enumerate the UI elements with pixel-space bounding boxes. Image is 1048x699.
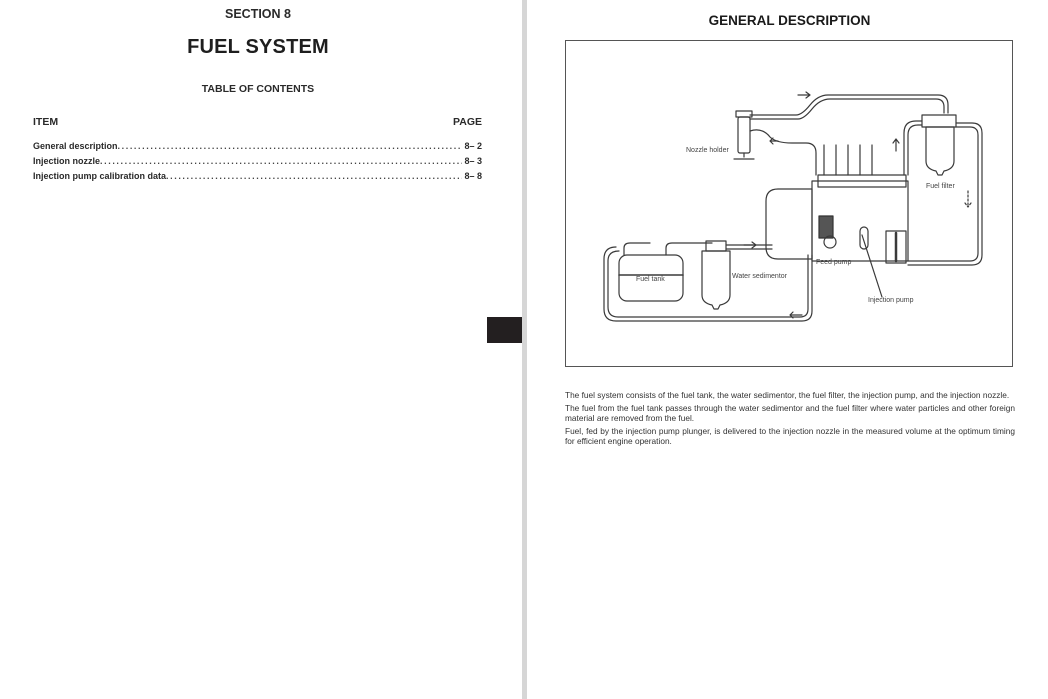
delivery-valve-block xyxy=(817,174,907,188)
flow-arrow xyxy=(789,311,803,319)
tank-inlet-line xyxy=(665,242,713,256)
toc-header: ITEM PAGE xyxy=(33,116,482,128)
water-sedimentor-shape xyxy=(701,250,731,310)
feed-to-filter-line xyxy=(903,120,923,176)
page-title: FUEL SYSTEM xyxy=(187,36,329,58)
label-water-sedimentor: Water sedimentor xyxy=(732,273,787,280)
fuel-filter-shape xyxy=(925,126,955,176)
feed-pump-gear xyxy=(818,215,834,239)
tank-outlet-line xyxy=(623,242,651,256)
toc-entry[interactable]: General description 8– 2 xyxy=(33,139,482,154)
page-divider xyxy=(522,0,527,699)
flow-arrow xyxy=(797,91,811,99)
paragraph: Fuel, fed by the injection pump plunger,… xyxy=(565,426,1015,446)
flow-arrow xyxy=(769,137,779,145)
feed-pump-circle xyxy=(823,235,837,249)
toc-leader-dots xyxy=(100,154,462,169)
diagram-drawing xyxy=(603,91,983,322)
high-pressure-line xyxy=(749,129,817,176)
toc-leader-dots xyxy=(166,169,462,184)
filter-to-pump-line xyxy=(907,122,983,266)
leak-off-line xyxy=(749,94,949,116)
fuel-line-bottom-inner xyxy=(607,250,809,318)
section-label: SECTION 8 xyxy=(225,7,291,21)
flow-arrow xyxy=(964,190,972,208)
paragraph: The fuel system consists of the fuel tan… xyxy=(565,390,1010,400)
toc-entry-page[interactable]: 8– 3 xyxy=(464,156,482,166)
label-injection-pump: Injection pump xyxy=(868,297,914,304)
toc-entry-label[interactable]: General description xyxy=(33,141,118,151)
flow-arrow xyxy=(892,138,900,152)
label-fuel-tank: Fuel tank xyxy=(636,276,665,283)
toc-leader-dots xyxy=(118,139,463,154)
toc-entry[interactable]: Injection nozzle 8– 3 xyxy=(33,154,482,169)
fuel-filter-top xyxy=(921,114,957,128)
label-nozzle-holder: Nozzle holder xyxy=(686,147,729,154)
flow-arrow xyxy=(743,241,757,249)
label-fuel-filter: Fuel filter xyxy=(926,183,955,190)
sedimentor-top xyxy=(705,240,727,252)
injection-pump-body xyxy=(765,188,813,260)
description-text: The fuel system consists of the fuel tan… xyxy=(565,390,1015,449)
nozzle-holder-shape xyxy=(737,116,751,154)
injection-pump-leader xyxy=(861,234,883,298)
injection-pump-window xyxy=(859,226,869,250)
left-page: SECTION 8 FUEL SYSTEM TABLE OF CONTENTS … xyxy=(0,0,522,699)
section-tab-marker xyxy=(487,317,522,343)
toc-entry[interactable]: Injection pump calibration data 8– 8 xyxy=(33,169,482,184)
toc-entry-page[interactable]: 8– 2 xyxy=(464,141,482,151)
toc-header-page: PAGE xyxy=(453,116,482,128)
toc-title: TABLE OF CONTENTS xyxy=(201,83,315,95)
section-heading: GENERAL DESCRIPTION xyxy=(708,13,871,28)
fuel-tank-shape xyxy=(618,254,684,302)
paragraph: The fuel from the fuel tank passes throu… xyxy=(565,403,1015,423)
fuel-system-diagram: Nozzle holder Fuel filter Fuel tank Wate… xyxy=(565,40,1013,367)
governor-housing xyxy=(885,230,907,264)
toc-entry-label[interactable]: Injection nozzle xyxy=(33,156,101,166)
toc-header-item: ITEM xyxy=(33,116,59,128)
label-feed-pump: Feed pump xyxy=(816,259,852,266)
fuel-line-bottom xyxy=(603,246,813,322)
injection-pump-main xyxy=(811,180,909,262)
toc-list: General description 8– 2 Injection nozzl… xyxy=(33,139,482,184)
toc-entry-label[interactable]: Injection pump calibration data xyxy=(33,171,167,181)
toc-entry-page[interactable]: 8– 8 xyxy=(464,171,482,181)
